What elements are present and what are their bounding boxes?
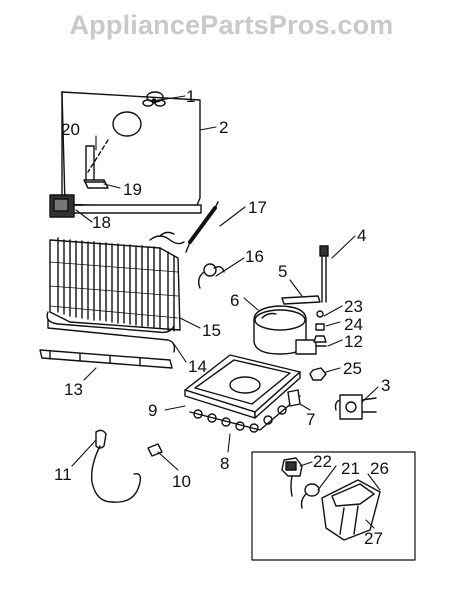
condenser-tube	[47, 319, 176, 353]
clip	[287, 389, 301, 407]
wire-harness	[197, 263, 225, 289]
callout-27: 27	[364, 529, 383, 548]
callout-11: 11	[54, 465, 72, 484]
callout-3: 3	[381, 376, 391, 395]
callout-4: 4	[357, 226, 367, 245]
filter-drier	[185, 201, 219, 253]
callout-23: 23	[344, 297, 363, 316]
mounting-rail	[39, 349, 173, 369]
callout-9: 9	[148, 401, 158, 420]
callout-25: 25	[343, 359, 362, 378]
bracket-assembly	[83, 145, 109, 189]
callout-8: 8	[220, 454, 230, 473]
callout-26: 26	[370, 459, 389, 478]
nut	[309, 367, 327, 381]
callout-6: 6	[230, 291, 240, 310]
base-tray	[184, 354, 301, 433]
callout-17: 17	[248, 198, 267, 217]
callout-16: 16	[245, 247, 264, 266]
callout-10: 10	[172, 472, 191, 491]
condenser-coil	[46, 231, 185, 334]
callout-22: 22	[313, 452, 332, 471]
inset-parts	[281, 457, 381, 541]
callout-1: 1	[186, 87, 196, 106]
callout-2: 2	[219, 118, 229, 137]
callout-5: 5	[278, 262, 288, 281]
leader-lines	[71, 95, 381, 529]
callout-14: 14	[188, 357, 207, 376]
compressor	[253, 305, 327, 355]
defrost-timer	[334, 394, 377, 420]
callout-20: 20	[61, 120, 80, 139]
callout-21: 21	[341, 459, 360, 478]
bolt-and-washer	[313, 310, 327, 343]
watermark-text: AppliancePartsPros.com	[69, 10, 394, 40]
callout-24: 24	[344, 315, 363, 334]
callout-13: 13	[64, 380, 83, 399]
overload-bracket	[281, 295, 321, 305]
callout-12: 12	[344, 332, 363, 351]
callout-19: 19	[123, 180, 142, 199]
callout-7: 7	[306, 410, 316, 429]
inset-frame	[251, 451, 416, 561]
callout-18: 18	[92, 213, 111, 232]
callout-15: 15	[202, 321, 221, 340]
fan-motor	[49, 194, 83, 218]
power-cord	[90, 429, 142, 503]
thermostat-probe	[319, 245, 329, 303]
